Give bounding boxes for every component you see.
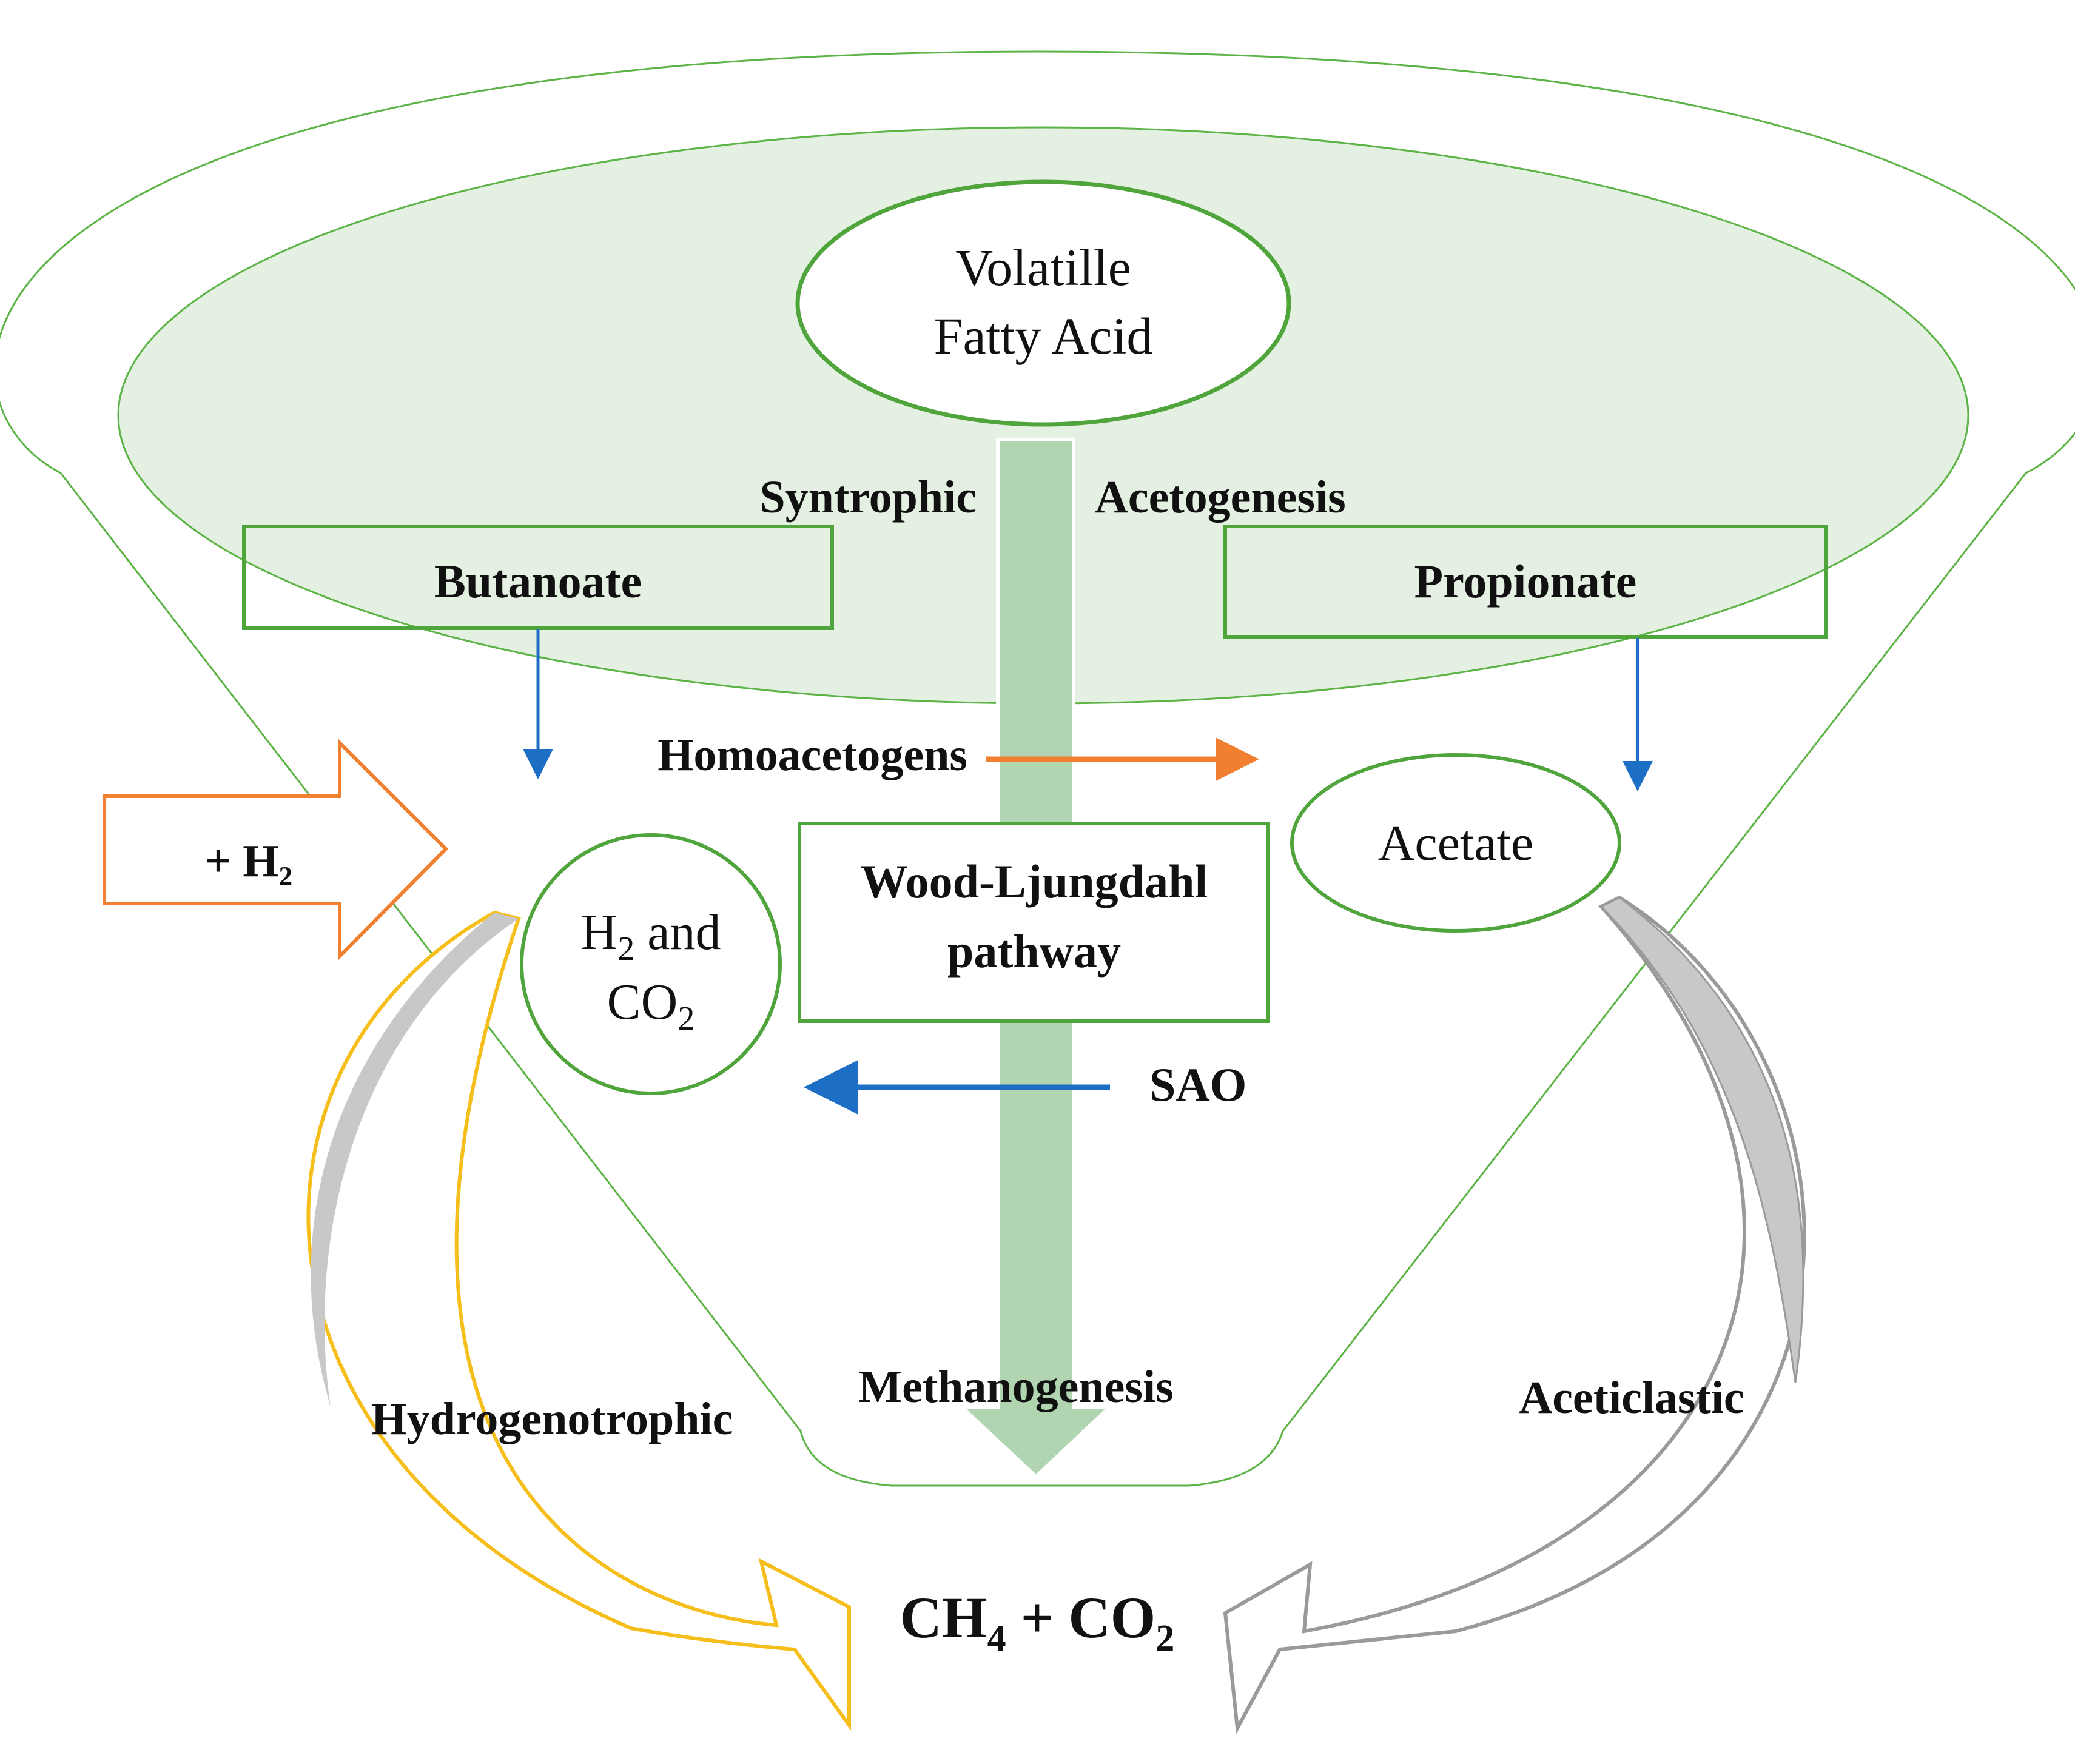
acetate-node xyxy=(1290,753,1621,933)
aceticlastic-arrow xyxy=(1223,895,1806,1734)
plus-h2-label: + H₂ xyxy=(205,836,292,887)
hydrogenotrophic-arrow xyxy=(306,910,851,1731)
h2co2-co: CO xyxy=(607,974,678,1030)
butanoate-label: Butanoate xyxy=(434,555,642,608)
aceticlastic-label: Aceticlastic xyxy=(1519,1372,1744,1423)
propionate-label: Propionate xyxy=(1414,555,1637,608)
wood-ljungdahl-label-line1: Wood-Ljungdahl xyxy=(861,855,1208,908)
product-plus-co: + CO xyxy=(1006,1585,1156,1650)
vfa-node xyxy=(795,179,1291,427)
acetogenesis-label: Acetogenesis xyxy=(1095,472,1346,523)
aceticlastic-arrow-inner xyxy=(1599,896,1804,1383)
homoacetogens-label: Homoacetogens xyxy=(657,729,967,780)
hydrogenotrophic-label: Hydrogenotrophic xyxy=(371,1393,733,1444)
acetate-label: Acetate xyxy=(1378,815,1533,871)
butanoate-node xyxy=(242,525,834,630)
product-label: CH4 + CO2 xyxy=(900,1585,1175,1659)
vfa-label-line2: Fatty Acid xyxy=(934,307,1153,365)
methanogenesis-label: Methanogenesis xyxy=(858,1361,1173,1412)
wood-ljungdahl-node xyxy=(798,822,1270,1023)
product-sub2: 2 xyxy=(1155,1618,1174,1659)
wood-ljungdahl-label-line2: pathway xyxy=(947,925,1121,978)
h2co2-and: and xyxy=(634,904,721,961)
syntrophic-label: Syntrophic xyxy=(759,472,977,523)
h2co2-sub2: 2 xyxy=(678,1000,694,1038)
product-ch: CH xyxy=(900,1585,987,1650)
funnel-outline xyxy=(0,50,2075,1487)
propionate-node xyxy=(1223,525,1828,639)
plus-h2-arrow xyxy=(103,738,449,961)
h2-co2-label-line2: CO2 xyxy=(607,974,695,1038)
sao-label: SAO xyxy=(1149,1058,1246,1111)
h2-co2-label-line1: H2 and xyxy=(581,904,721,968)
product-sub1: 4 xyxy=(987,1618,1006,1659)
hydrogenotrophic-arrow-inner xyxy=(311,913,519,1407)
vfa-label-line1: Volatille xyxy=(955,238,1131,297)
h2co2-sub1: 2 xyxy=(617,930,634,968)
h2co2-h: H xyxy=(581,904,618,961)
h2-co2-node xyxy=(520,833,782,1095)
